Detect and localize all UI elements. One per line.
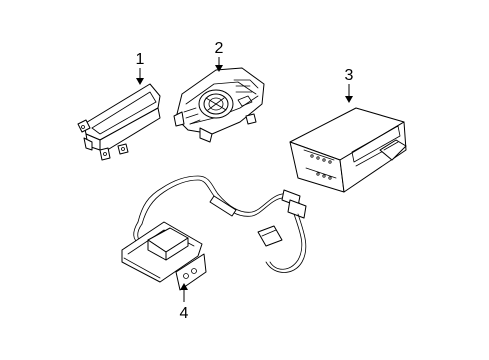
part-4-antenna-module: [121, 221, 207, 291]
callout-1: 1: [136, 51, 145, 85]
callout-label-3: 3: [345, 67, 354, 84]
callout-2: 2: [215, 40, 224, 72]
callout-arrow-1: [136, 78, 144, 85]
callout-arrow-2: [215, 65, 223, 72]
callout-label-4: 4: [180, 305, 189, 322]
part-2-control-unit: [173, 67, 265, 143]
part-1-display-module: [77, 83, 161, 161]
callout-arrow-4: [180, 283, 188, 290]
callout-arrow-3: [345, 96, 353, 103]
callout-label-2: 2: [215, 40, 224, 57]
callout-4: 4: [180, 283, 189, 322]
callout-3: 3: [345, 67, 354, 103]
part-3-radio-receiver: [289, 107, 407, 193]
callout-label-1: 1: [136, 51, 145, 68]
